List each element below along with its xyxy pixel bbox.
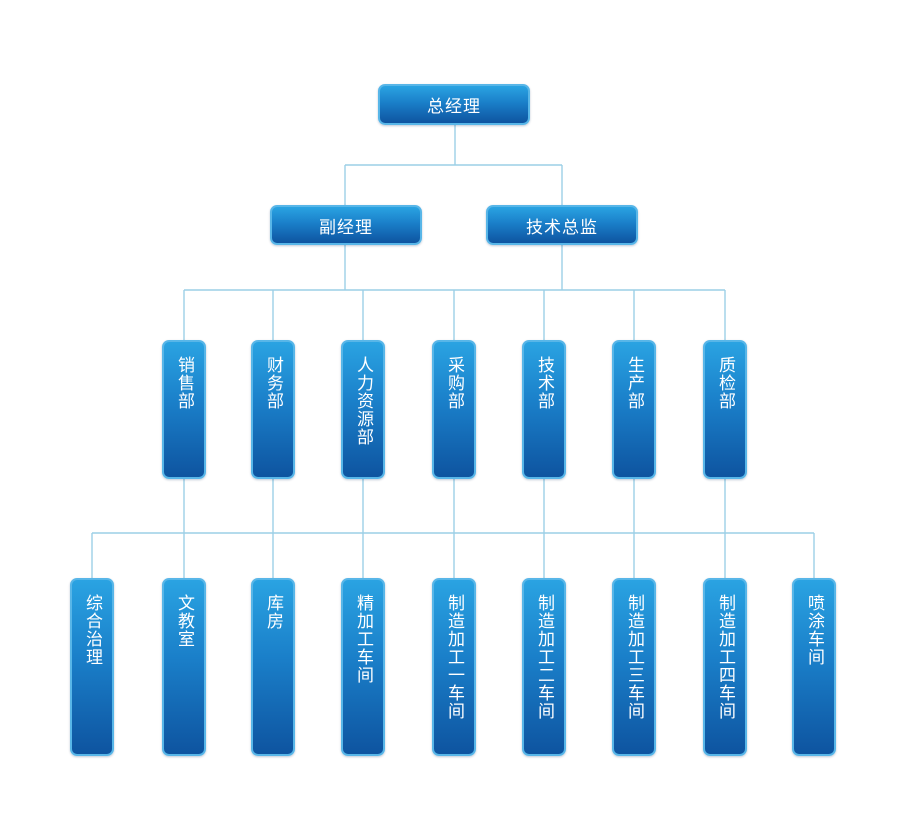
- node-department: 销售部: [162, 340, 206, 479]
- node-unit: 库房: [251, 578, 295, 756]
- node-label: 制造加工二车间: [534, 594, 554, 720]
- node-unit: 综合治理: [70, 578, 114, 756]
- node-unit: 制造加工三车间: [612, 578, 656, 756]
- node-department: 质检部: [703, 340, 747, 479]
- node-department: 财务部: [251, 340, 295, 479]
- node-department: 技术部: [522, 340, 566, 479]
- node-unit: 制造加工一车间: [432, 578, 476, 756]
- node-label: 财务部: [263, 356, 283, 410]
- node-department: 人力资源部: [341, 340, 385, 479]
- node-label: 文教室: [174, 594, 194, 648]
- node-unit: 精加工车间: [341, 578, 385, 756]
- node-label: 制造加工一车间: [444, 594, 464, 720]
- node-label: 综合治理: [82, 594, 102, 666]
- node-label: 技术部: [534, 356, 554, 410]
- node-unit: 喷涂车间: [792, 578, 836, 756]
- node-label: 质检部: [715, 356, 735, 410]
- node-department: 生产部: [612, 340, 656, 479]
- node-label: 库房: [263, 594, 283, 630]
- node-label: 副经理: [319, 217, 373, 238]
- node-general-manager: 总经理: [378, 84, 530, 125]
- node-label: 技术总监: [526, 217, 598, 238]
- node-label: 销售部: [174, 356, 194, 410]
- node-label: 采购部: [444, 356, 464, 410]
- node-department: 采购部: [432, 340, 476, 479]
- node-label: 人力资源部: [353, 356, 373, 446]
- node-label: 精加工车间: [353, 594, 373, 684]
- node-technical-director: 技术总监: [486, 205, 638, 245]
- node-unit: 制造加工四车间: [703, 578, 747, 756]
- node-label: 生产部: [624, 356, 644, 410]
- node-unit: 制造加工二车间: [522, 578, 566, 756]
- node-label: 喷涂车间: [804, 594, 824, 666]
- node-unit: 文教室: [162, 578, 206, 756]
- node-label: 制造加工三车间: [624, 594, 644, 720]
- node-label: 制造加工四车间: [715, 594, 735, 720]
- node-label: 总经理: [427, 97, 481, 117]
- node-deputy-manager: 副经理: [270, 205, 422, 245]
